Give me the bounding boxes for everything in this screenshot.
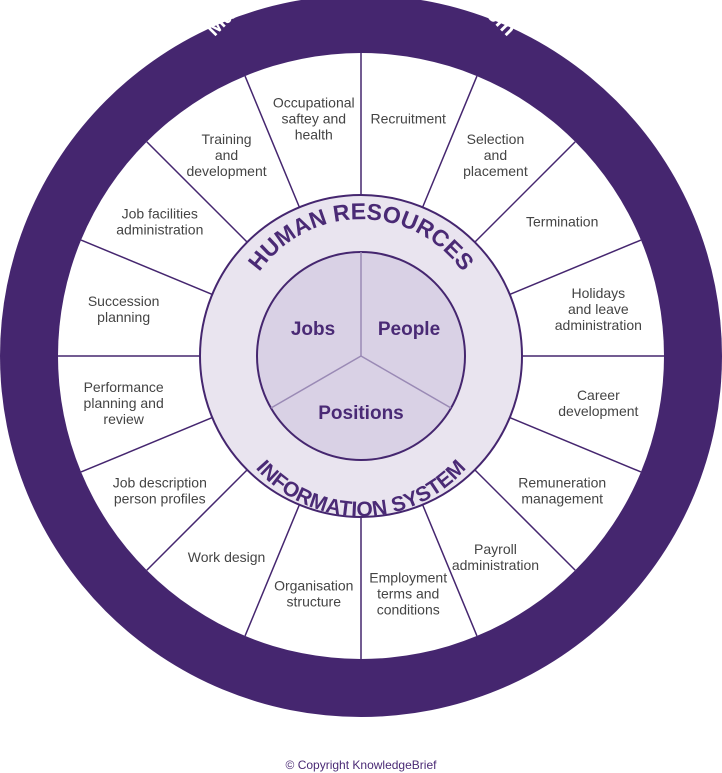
segment-label-line: Employment bbox=[369, 569, 447, 585]
segment-label-line: saftey and bbox=[281, 111, 346, 127]
segment-label-line: Selection bbox=[467, 131, 525, 147]
segment-label-line: Organisation bbox=[274, 577, 353, 593]
segment-label-line: administration bbox=[555, 317, 642, 333]
segment-label-line: and bbox=[484, 147, 507, 163]
core-dividers bbox=[270, 252, 452, 409]
segment-label-line: Performance bbox=[84, 379, 164, 395]
segment-label-line: Succession bbox=[88, 293, 160, 309]
segment-label: Work design bbox=[188, 549, 266, 565]
segment-divider bbox=[509, 416, 642, 473]
segment-label-line: Occupational bbox=[273, 95, 355, 111]
segment-label-line: Job facilities bbox=[122, 206, 198, 222]
segment-label-line: terms and bbox=[377, 585, 439, 601]
segment-divider bbox=[244, 504, 301, 637]
segment-label-line: Recruitment bbox=[370, 111, 446, 127]
segment-label-line: Holidays bbox=[571, 285, 625, 301]
segment-label-line: Job description bbox=[113, 474, 207, 490]
segment-divider bbox=[244, 75, 301, 208]
segment-label-line: person profiles bbox=[114, 490, 206, 506]
segment-label-line: Termination bbox=[526, 214, 598, 230]
segment-label-line: review bbox=[103, 411, 144, 427]
segment-label-line: conditions bbox=[377, 601, 440, 617]
segment-divider bbox=[146, 469, 248, 571]
core-label-positions: Positions bbox=[318, 403, 404, 424]
segment-label-line: and leave bbox=[568, 301, 629, 317]
segment-label: Termination bbox=[526, 214, 598, 230]
segment-divider bbox=[421, 504, 478, 637]
segment-label: Recruitment bbox=[370, 111, 446, 127]
segment-label-line: placement bbox=[463, 163, 528, 179]
segment-label-line: administration bbox=[452, 557, 539, 573]
segment-divider bbox=[146, 141, 248, 243]
segment-label-line: development bbox=[186, 163, 266, 179]
segment-label-line: development bbox=[558, 403, 638, 419]
segment-divider bbox=[474, 141, 576, 243]
segment-divider bbox=[474, 469, 576, 571]
segment-label-line: Payroll bbox=[474, 541, 517, 557]
segment-label-line: planning bbox=[97, 309, 150, 325]
segment-label-line: Career bbox=[577, 387, 620, 403]
segment-label-line: Training bbox=[202, 131, 252, 147]
core-label-jobs: Jobs bbox=[291, 319, 335, 340]
segment-label-line: and bbox=[215, 147, 238, 163]
segment-dividers bbox=[58, 53, 664, 659]
segment-label-line: Remuneration bbox=[518, 474, 606, 490]
segment-divider bbox=[421, 75, 478, 208]
segment-label-line: structure bbox=[287, 593, 342, 609]
copyright-notice: © Copyright KnowledgeBrief bbox=[285, 758, 437, 772]
segment-divider bbox=[80, 416, 213, 473]
core-label-people: People bbox=[378, 319, 440, 340]
segment-label-line: planning and bbox=[84, 395, 164, 411]
segment-divider bbox=[509, 239, 642, 296]
segment-label-line: health bbox=[295, 127, 333, 143]
segment-label-line: Work design bbox=[188, 549, 266, 565]
segment-divider bbox=[80, 239, 213, 296]
segment-label-line: administration bbox=[116, 222, 203, 238]
segment-label-line: management bbox=[521, 490, 603, 506]
